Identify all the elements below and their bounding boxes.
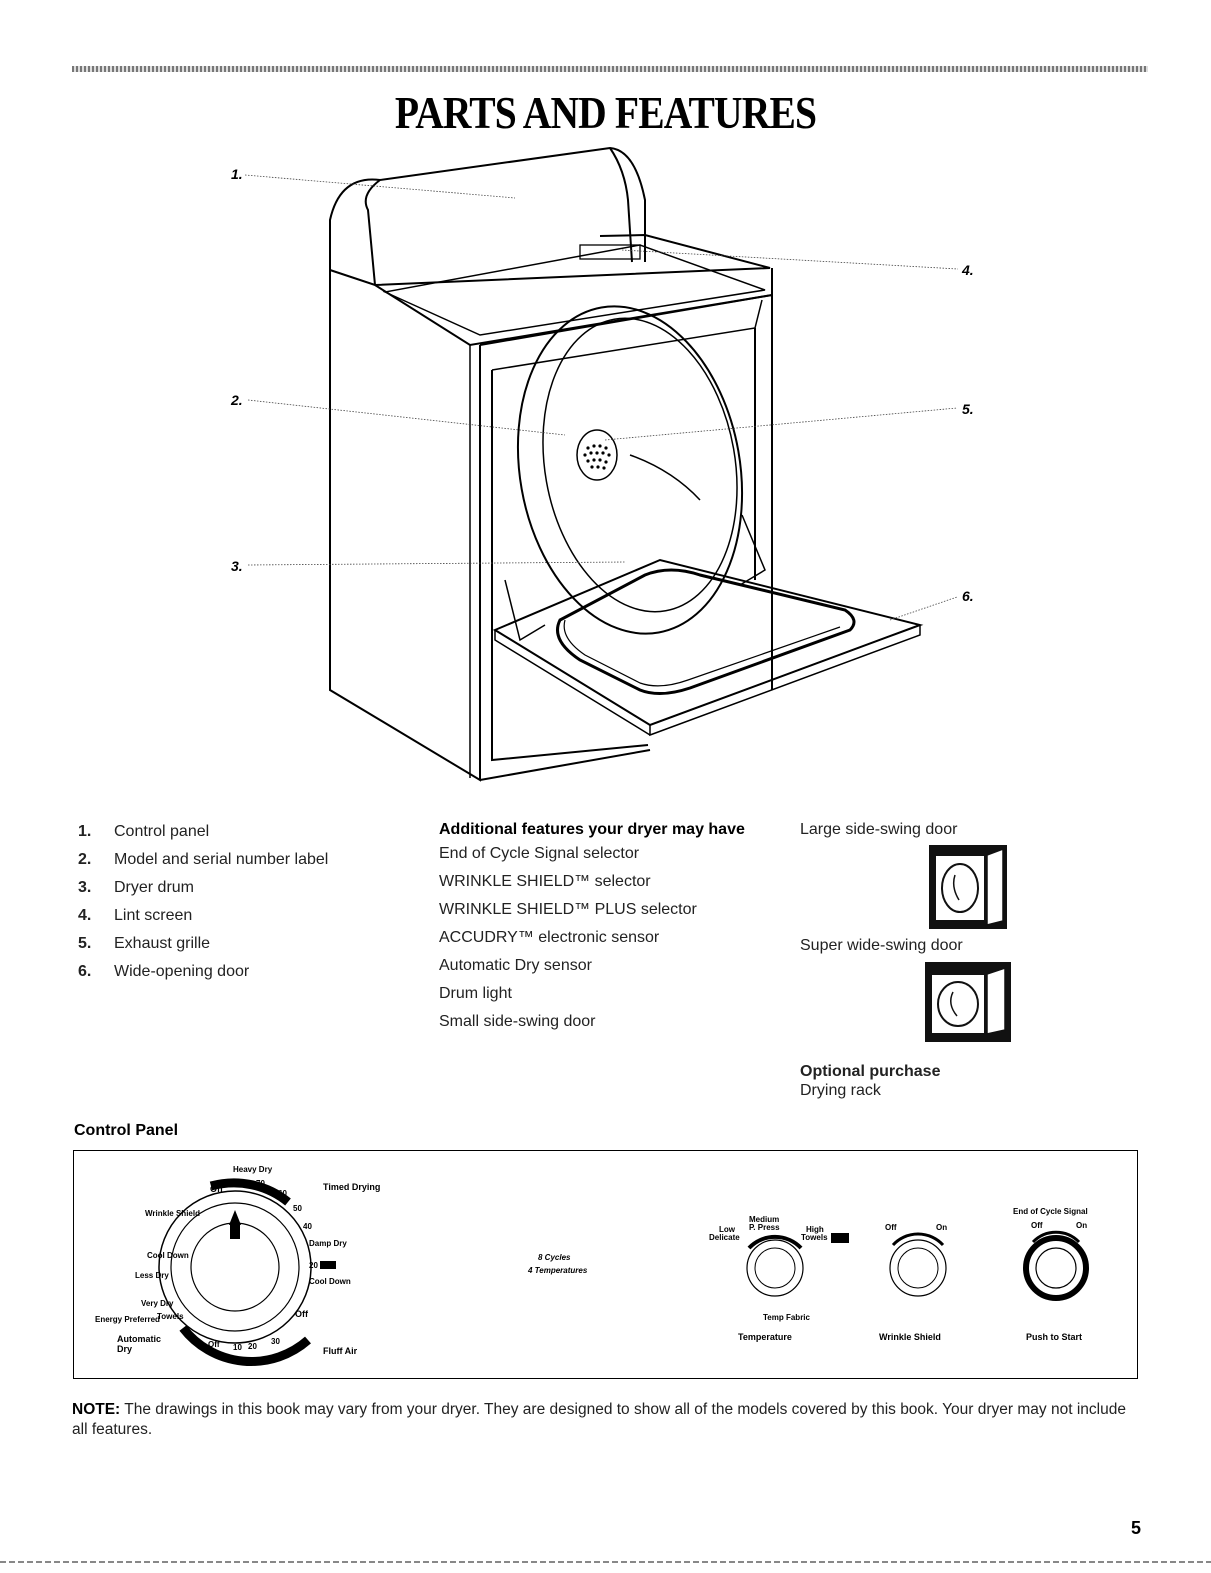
tick-10: 10 xyxy=(233,1343,242,1352)
temp-towels-label: Towels xyxy=(801,1233,828,1242)
list-item: 5.Exhaust grille xyxy=(78,935,211,952)
super-door-icon xyxy=(925,962,1011,1042)
list-item: 2.Model and serial number label xyxy=(78,851,329,868)
additional-heading: Additional features your dryer may have xyxy=(439,821,745,838)
heavy-dry-label: Heavy Dry xyxy=(233,1165,273,1174)
large-door-icon xyxy=(929,845,1007,929)
tick-70: 70 xyxy=(256,1179,265,1188)
tick-30: 30 xyxy=(271,1337,280,1346)
additional-features: Additional features your dryer may have … xyxy=(439,820,759,1036)
list-item: 3.Dryer drum xyxy=(78,879,195,896)
callout-5: 5. xyxy=(962,401,974,417)
temp-medium-label: Medium xyxy=(749,1215,779,1224)
automatic-label: Automatic xyxy=(117,1334,161,1344)
temperatures-text: 4 Temperatures xyxy=(527,1266,588,1275)
timer-labels: Heavy Dry Off 70 60 50 40 Timed Drying W… xyxy=(95,1165,380,1356)
wrinkle-on-label: On xyxy=(936,1223,947,1232)
towels-timer-label: Towels xyxy=(157,1312,184,1321)
temperature-label: Temperature xyxy=(738,1332,792,1342)
off-top-label: Off xyxy=(210,1184,224,1194)
list-item: ACCUDRY™ electronic sensor xyxy=(439,929,660,946)
very-dry-label: Very Dry xyxy=(141,1299,174,1308)
list-item: Drum light xyxy=(439,985,512,1002)
tick-20: 20 xyxy=(248,1342,257,1351)
timed-drying-label: Timed Drying xyxy=(323,1182,380,1192)
optional-purchase: Optional purchase Drying rack xyxy=(800,1062,1060,1100)
twenty-label: 20 xyxy=(309,1261,318,1270)
note-paragraph: NOTE: The drawings in this book may vary… xyxy=(72,1400,1132,1440)
temp-perm-press-label: P. Press xyxy=(749,1223,780,1232)
parts-list: 1.Control panel 2.Model and serial numbe… xyxy=(78,818,328,986)
control-panel-heading: Control Panel xyxy=(74,1122,179,1139)
temp-low-label: Low xyxy=(719,1225,736,1234)
optional-item: Drying rack xyxy=(800,1082,881,1099)
signal-off-label: Off xyxy=(1031,1221,1043,1230)
temp-fabric-label: Temp Fabric xyxy=(763,1313,811,1322)
fluff-air-label: Fluff Air xyxy=(323,1346,358,1356)
off-bottom-label: Off xyxy=(208,1340,220,1349)
cool-down-right-label: Cool Down xyxy=(309,1277,351,1286)
off-right-label: Off xyxy=(295,1309,309,1319)
tick-40: 40 xyxy=(303,1222,312,1231)
optional-heading: Optional purchase xyxy=(800,1063,941,1080)
list-item: Automatic Dry sensor xyxy=(439,957,592,974)
push-to-start-button[interactable] xyxy=(1023,1230,1089,1301)
super-door-label: Super wide-swing door xyxy=(800,937,963,954)
top-rule xyxy=(72,66,1148,72)
push-to-start-label: Push to Start xyxy=(1026,1332,1082,1342)
list-item: Small side-swing door xyxy=(439,1013,596,1030)
cycles-text: 8 Cycles xyxy=(538,1253,571,1262)
dryer-illustration xyxy=(244,146,959,782)
cool-down-label: Cool Down xyxy=(147,1251,189,1260)
temp-delicate-label: Delicate xyxy=(709,1233,740,1242)
list-item: 6.Wide-opening door xyxy=(78,963,250,980)
callout-3: 3. xyxy=(231,558,243,574)
end-of-cycle-label: End of Cycle Signal xyxy=(1013,1207,1088,1216)
bottom-rule xyxy=(0,1561,1211,1563)
large-door-label: Large side-swing door xyxy=(800,821,958,838)
wrinkle-shield-timer-label: Wrinkle Shield xyxy=(145,1209,200,1218)
page-title: PARTS AND FEATURES xyxy=(394,87,817,138)
door-options: Large side-swing door Super wide-swing d… xyxy=(800,820,1060,1099)
list-item: WRINKLE SHIELD™ selector xyxy=(439,873,651,890)
wrinkle-shield-label: Wrinkle Shield xyxy=(879,1332,941,1342)
note-label: NOTE: xyxy=(72,1401,121,1418)
note-text: The drawings in this book may vary from … xyxy=(72,1401,1126,1438)
timer-dial[interactable] xyxy=(158,1178,312,1366)
wrinkle-shield-dial[interactable] xyxy=(889,1232,947,1297)
list-item: End of Cycle Signal selector xyxy=(439,845,640,862)
control-panel-diagram: Heavy Dry Off 70 60 50 40 Timed Drying W… xyxy=(95,1165,1089,1366)
page-number: 5 xyxy=(1131,1518,1142,1538)
control-panel-box xyxy=(73,1150,1138,1379)
list-item: 4.Lint screen xyxy=(78,907,193,924)
list-item: WRINKLE SHIELD™ PLUS selector xyxy=(439,901,697,918)
less-dry-label: Less Dry xyxy=(135,1271,169,1280)
callout-1: 1. xyxy=(231,166,243,182)
signal-on-label: On xyxy=(1076,1221,1087,1230)
callout-6: 6. xyxy=(962,588,974,604)
damp-dry-label: Damp Dry xyxy=(309,1239,347,1248)
dry-label: Dry xyxy=(117,1344,132,1354)
tick-50: 50 xyxy=(293,1204,302,1213)
callout-2: 2. xyxy=(231,392,243,408)
list-item: 1.Control panel xyxy=(78,823,210,840)
temperature-dial[interactable] xyxy=(746,1234,804,1297)
wrinkle-off-label: Off xyxy=(885,1223,897,1232)
energy-label: Energy Preferred xyxy=(95,1315,160,1324)
tick-60: 60 xyxy=(278,1189,287,1198)
temp-high-label: High xyxy=(806,1225,824,1234)
callout-4: 4. xyxy=(962,262,974,278)
